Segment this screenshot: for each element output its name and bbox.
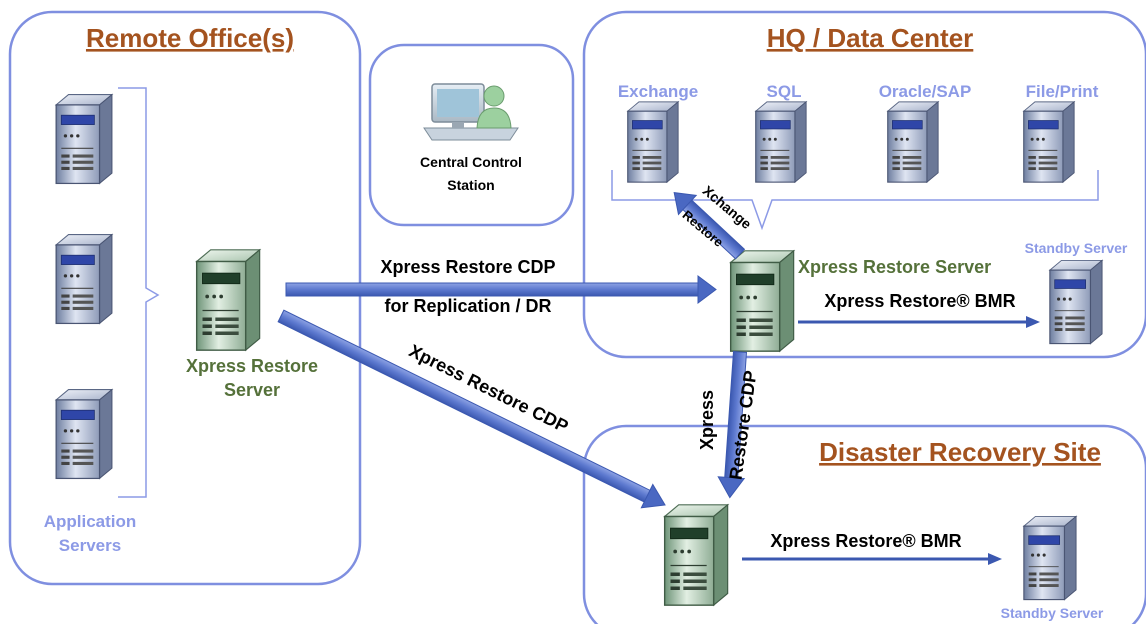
hq-region [582,10,1146,359]
hq-server-label-exchange: Exchange [618,82,698,101]
cdp-replication-label-1: Xpress Restore CDP [380,257,555,277]
app-server-1-icon [55,93,113,185]
control-station-label-1: Central Control [420,154,522,170]
control-station-box [368,43,575,227]
cdp-replication-label-2: for Replication / DR [384,296,551,316]
hq-to-dr-arrow [717,351,748,499]
hq-bmr-arrow [798,316,1040,328]
app-servers-label-2: Servers [59,536,121,555]
exchange-server-icon [627,101,679,183]
file-print-server-icon [1023,101,1075,183]
dr-xr-server-icon [663,504,729,606]
hq-standby-server-icon [1049,259,1103,345]
dr-site-region [582,424,1146,624]
hq-xr-server-label: Xpress Restore Server [798,257,991,277]
hq-bmr-label: Xpress Restore® BMR [824,291,1015,311]
app-server-2-icon [55,233,113,325]
hq-server-label-sql: SQL [767,82,802,101]
control-station-label-2: Station [447,177,494,193]
remote-office-title: Remote Office(s) [86,23,294,53]
app-servers-bracket [118,87,160,498]
xchange-restore-arrow [673,192,746,260]
app-server-3-icon [55,388,113,480]
oracle-sap-server-icon [887,101,939,183]
remote-xr-server-label-1: Xpress Restore [186,356,318,376]
hq-servers-bracket [611,170,1099,231]
remote-xr-server-icon [195,249,261,351]
cdp-replication-arrow [285,275,717,304]
remote-office-region [8,10,362,586]
dr-bmr-label: Xpress Restore® BMR [770,531,961,551]
hq-standby-label: Standby Server [1025,240,1128,256]
app-servers-label-1: Application [44,512,137,531]
hq-title: HQ / Data Center [767,23,974,53]
hq-xr-server-icon [729,250,795,352]
vertical-label-1: Xpress [697,390,717,450]
hq-server-label-oracle-sap: Oracle/SAP [879,82,972,101]
dr-bmr-arrow [742,553,1002,565]
sql-server-icon [755,101,807,183]
hq-server-label-file-print: File/Print [1026,82,1099,101]
control-station-icon [423,83,519,141]
dr-standby-label: Standby Server [1001,605,1104,621]
cdp-diagonal-arrow [277,309,666,509]
remote-xr-server-label-2: Server [224,380,280,400]
dr-standby-server-icon [1023,515,1077,601]
dr-site-title: Disaster Recovery Site [819,437,1101,467]
